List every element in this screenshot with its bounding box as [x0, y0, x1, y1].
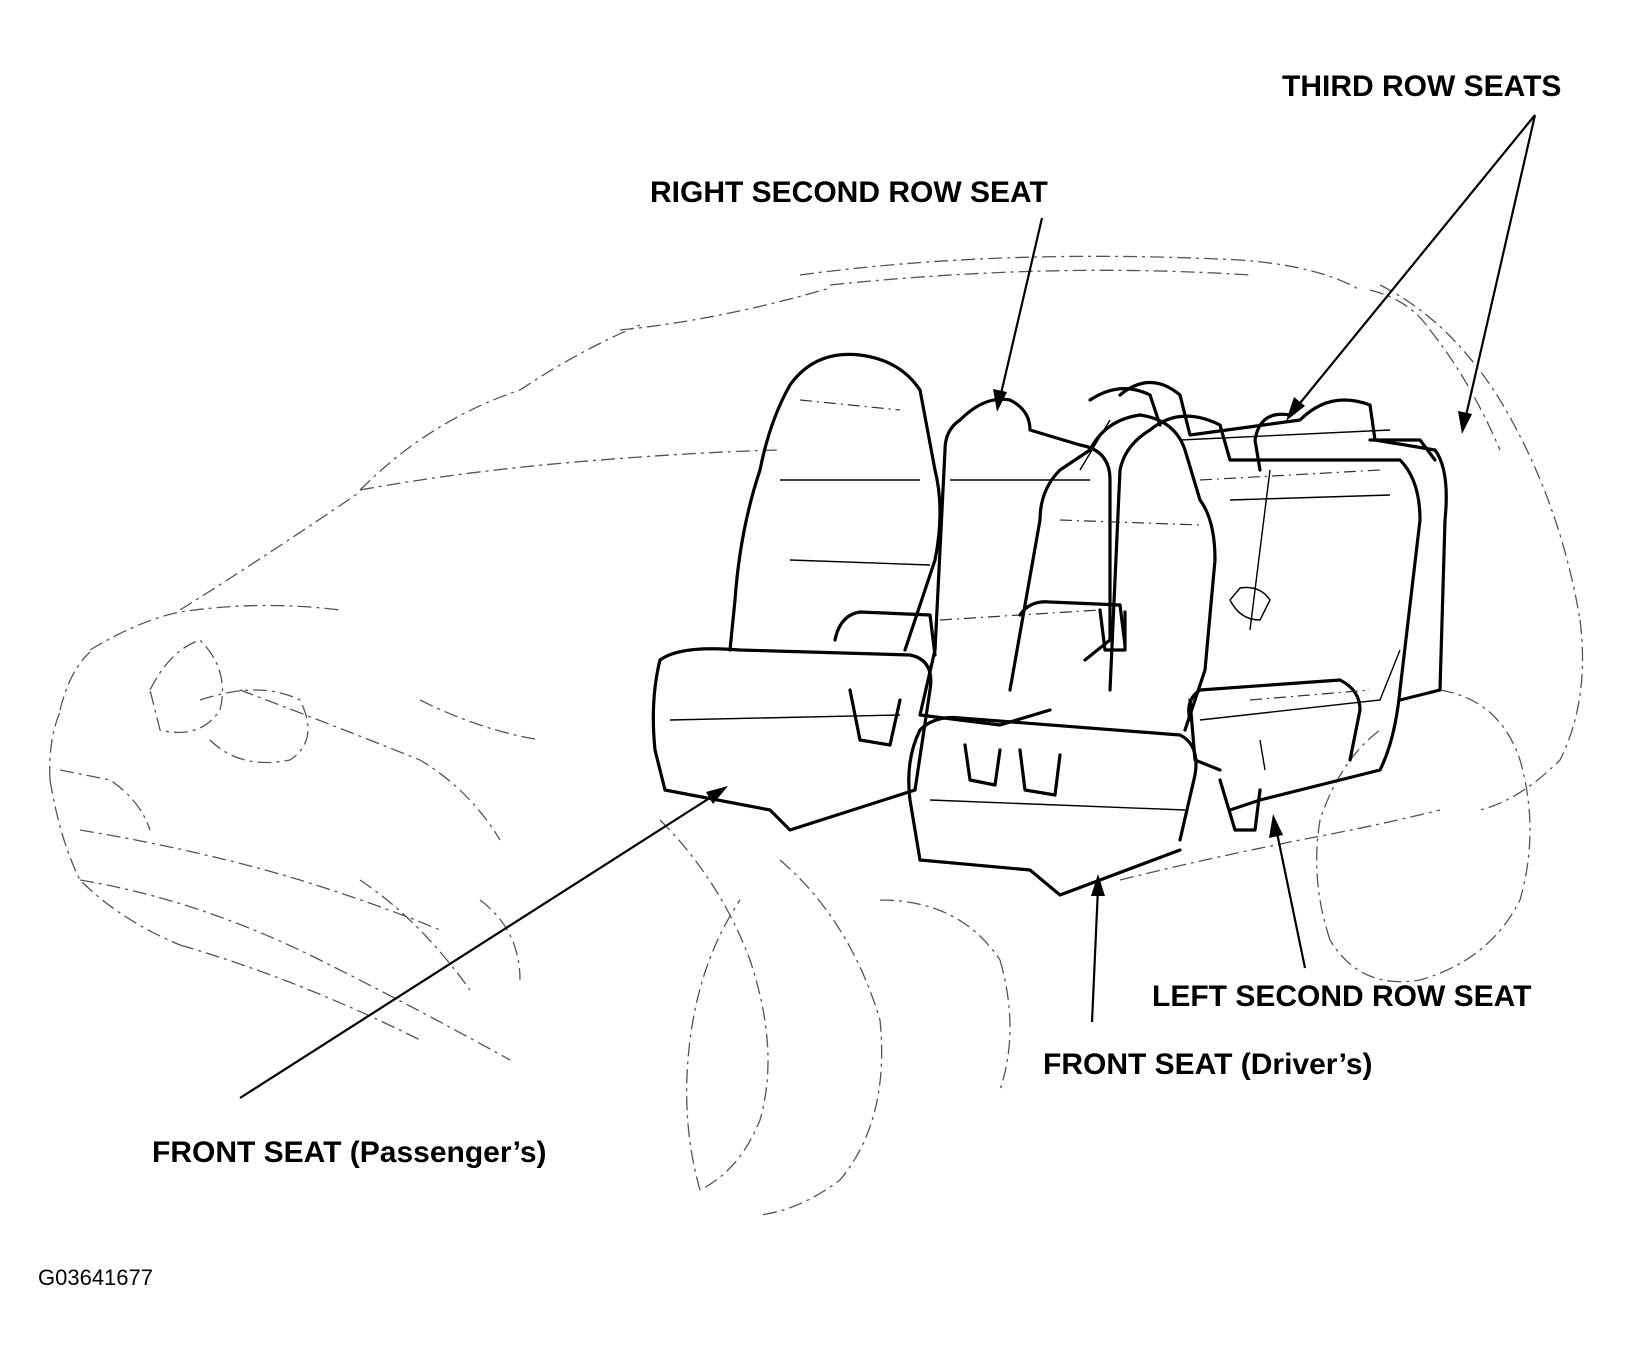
leader-lines [239, 114, 1537, 1099]
front-seat-passengers-drawing [651, 352, 942, 832]
label-left-second-row-seat: LEFT SECOND ROW SEAT [1152, 980, 1532, 1013]
arrowhead-front-seat-passengers [706, 786, 728, 804]
right-second-row-seat-drawing [918, 386, 1162, 727]
leader-left-second-row [1274, 827, 1307, 969]
leader-front-seat-passengers [239, 793, 717, 1099]
leader-third-row-left [1295, 114, 1536, 409]
arrowhead-right-second-row [993, 389, 1007, 412]
third-row-seats-drawing [1118, 381, 1448, 762]
label-front-seat-drivers: FRONT SEAT (Driver’s) [1043, 1048, 1373, 1081]
leader-third-row-right [1463, 114, 1537, 421]
label-front-seat-passengers: FRONT SEAT (Passenger’s) [152, 1136, 547, 1169]
leader-right-second-row [998, 217, 1044, 399]
arrowhead-left-second-row [1269, 814, 1283, 838]
figure-id: G03641677 [38, 1265, 153, 1290]
label-right-second-row-seat: RIGHT SECOND ROW SEAT [650, 176, 1048, 209]
arrowhead-front-seat-drivers [1091, 874, 1105, 896]
arrowhead-third-row-left [1286, 397, 1305, 421]
left-second-row-seat-drawing [1108, 414, 1422, 832]
leader-front-seat-drivers [1090, 887, 1100, 1023]
front-seat-drivers-drawing [907, 413, 1217, 897]
label-third-row-seats: THIRD ROW SEATS [1282, 70, 1562, 103]
arrowhead-third-row-right [1458, 411, 1472, 434]
vehicle-body-outline [49, 255, 1584, 1216]
